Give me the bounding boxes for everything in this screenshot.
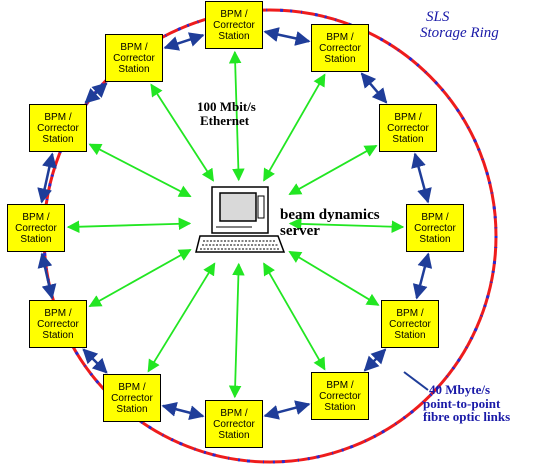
server-label-line1: beam dynamics	[280, 207, 380, 223]
ring-title-line1: SLS	[426, 9, 450, 25]
server-label-line2: server	[280, 222, 320, 239]
station-label-line2: Corrector	[213, 19, 255, 31]
fibre-link-arrow	[360, 72, 388, 104]
station-label-line1: BPM /	[44, 111, 72, 123]
station-label-line2: Corrector	[111, 392, 153, 404]
fibre-link-arrow	[37, 252, 57, 300]
station-label-line3: Station	[324, 53, 356, 65]
station-label-line1: BPM /	[120, 41, 148, 53]
station-label-line2: Corrector	[389, 318, 431, 330]
station-label-line1: BPM /	[220, 407, 248, 419]
server-label: beam dynamics server	[280, 207, 380, 240]
station-label-line2: Corrector	[387, 122, 429, 134]
ethernet-link-arrow	[288, 217, 405, 233]
fibre-link-arrow	[82, 348, 108, 374]
station-label-line3: Station	[218, 429, 250, 441]
ethernet-link-arrow	[88, 248, 192, 308]
links-label-line1: 40 Mbyte/s	[429, 382, 491, 397]
station-label-line2: Corrector	[213, 418, 255, 430]
station-label-line1: BPM /	[44, 307, 72, 319]
station-label-line2: Corrector	[37, 318, 79, 330]
station-label-line3: Station	[419, 233, 451, 245]
ethernet-link-arrow	[228, 50, 245, 182]
fibre-link-arrow	[263, 27, 311, 46]
station-label-line1: BPM /	[22, 211, 50, 223]
station-label-line1: BPM /	[396, 307, 424, 319]
station-label-line3: Station	[392, 133, 424, 145]
station-label-line1: BPM /	[220, 8, 248, 20]
station-label-line3: Station	[42, 329, 74, 341]
station-label-line3: Station	[218, 30, 250, 42]
station-label-line2: Corrector	[37, 122, 79, 134]
ethernet-link-arrow	[288, 144, 378, 196]
ethernet-links	[66, 50, 405, 399]
station-label-line3: Station	[116, 403, 148, 415]
ethernet-label: 100 Mbit/s Ethernet	[197, 100, 256, 127]
ethernet-link-arrow	[66, 217, 192, 234]
storage-ring-speckle	[42, 8, 498, 464]
ethernet-label-line1: 100 Mbit/s	[197, 99, 256, 114]
fibre-link-arrow	[411, 152, 432, 204]
station-label-line3: Station	[20, 233, 52, 245]
computer-workstation-icon	[195, 186, 286, 253]
ring-title: SLS Storage Ring	[420, 9, 499, 42]
station-label-line2: Corrector	[15, 222, 57, 234]
station-label-line2: Corrector	[319, 42, 361, 54]
station-label-line1: BPM /	[326, 31, 354, 43]
station-label-line3: Station	[324, 401, 356, 413]
fibre-link-arrow	[37, 152, 57, 204]
station-label-line3: Station	[118, 63, 150, 75]
station-label-line2: Corrector	[319, 390, 361, 402]
ring-title-line2: Storage Ring	[420, 24, 499, 41]
station-label-line3: Station	[394, 329, 426, 341]
fibre-optic-links	[37, 27, 433, 421]
station-label-line1: BPM /	[326, 379, 354, 391]
fibre-link-arrow	[163, 32, 205, 51]
station-label-line1: BPM /	[421, 211, 449, 223]
fibre-link-arrow	[263, 400, 311, 420]
station-label-line3: Station	[42, 133, 74, 145]
links-label: 40 Mbyte/s point-to-point fibre optic li…	[423, 383, 510, 424]
station-label-line2: Corrector	[414, 222, 456, 234]
fibre-link-arrow	[84, 82, 108, 104]
station-label-line1: BPM /	[118, 381, 146, 393]
ethernet-link-arrow	[288, 250, 380, 306]
ethernet-link-arrow	[147, 262, 216, 373]
links-label-pointer	[403, 371, 429, 391]
ethernet-label-line2: Ethernet	[200, 112, 250, 128]
fibre-link-arrow	[363, 348, 387, 372]
fibre-link-arrow	[161, 401, 205, 421]
ethernet-link-arrow	[263, 73, 326, 182]
ethernet-link-arrow	[228, 262, 245, 399]
links-label-line3: fibre optic links	[423, 409, 511, 425]
links-label-line2: point-to-point	[423, 395, 501, 411]
station-label-line1: BPM /	[394, 111, 422, 123]
ethernet-link-arrow	[263, 262, 326, 371]
fibre-link-arrow	[412, 252, 433, 300]
ethernet-link-arrow	[150, 83, 215, 182]
ethernet-link-arrow	[88, 143, 192, 198]
station-label-line2: Corrector	[113, 52, 155, 64]
